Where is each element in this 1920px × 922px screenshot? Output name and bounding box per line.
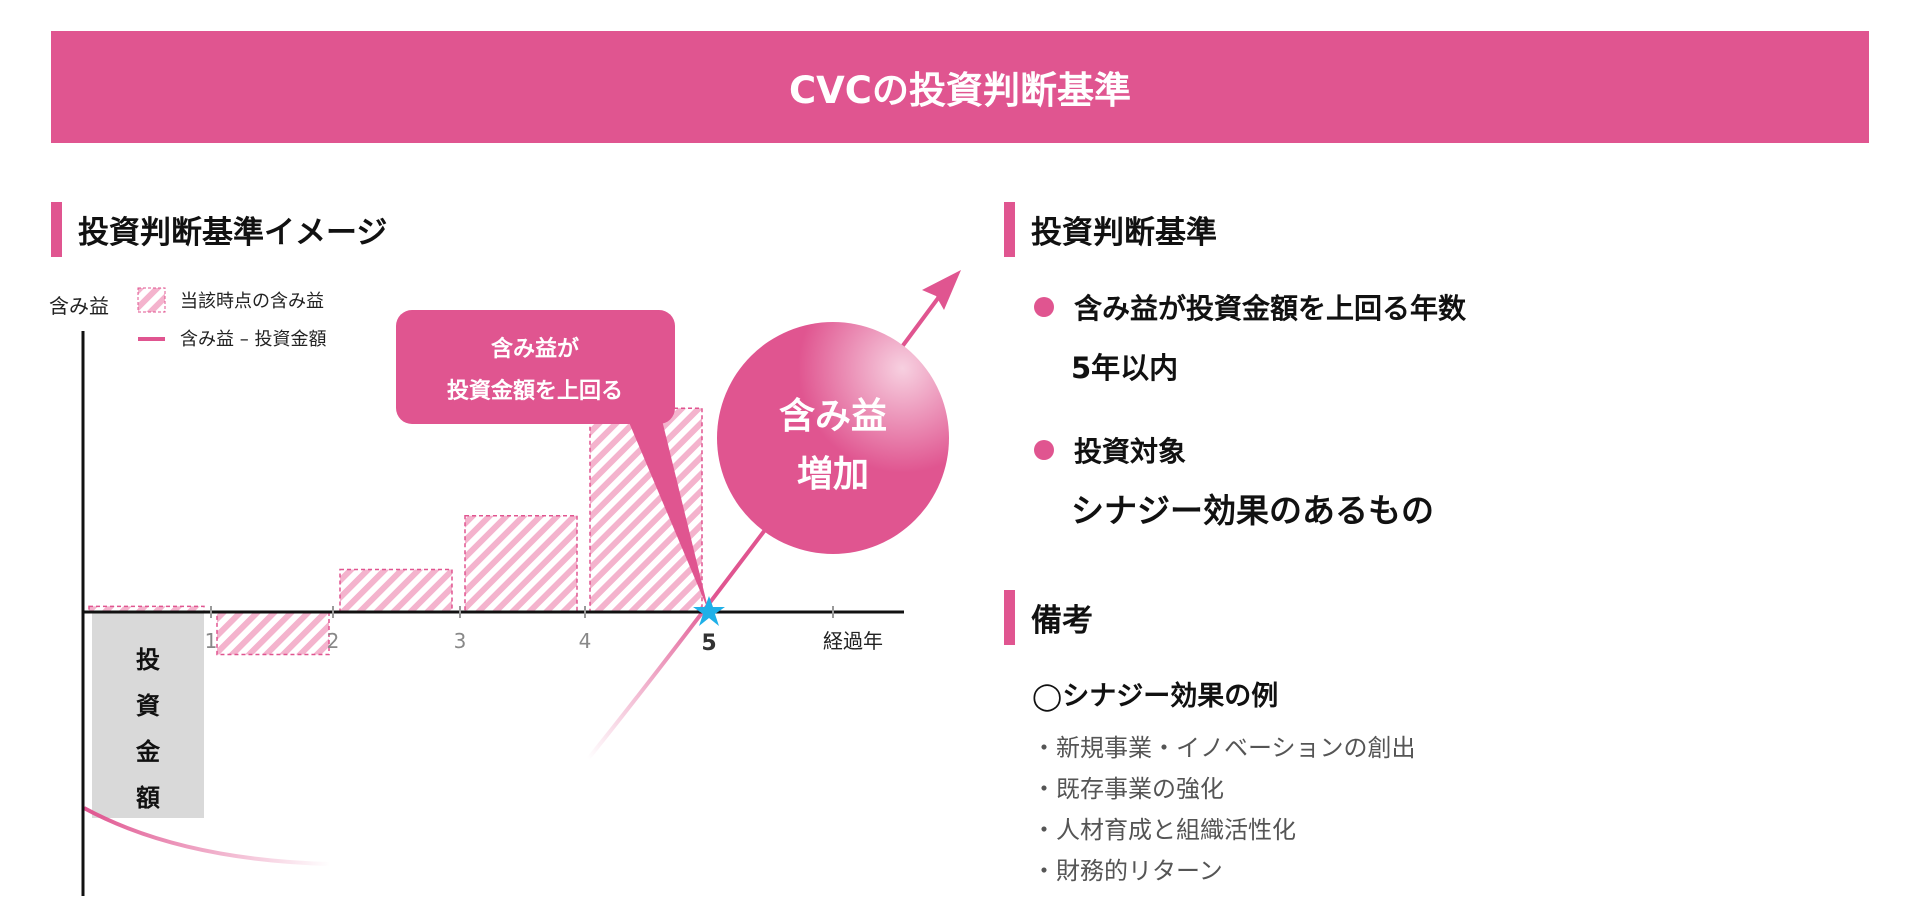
x-axis-label: 経過年 bbox=[823, 629, 883, 653]
example-title: ◯シナジー効果の例 bbox=[1032, 681, 1279, 712]
section-heading-criteria: 投資判断基準 bbox=[1004, 202, 1217, 257]
investment-label-char: 投 bbox=[136, 646, 160, 674]
unrealized-gain-bar bbox=[339, 568, 453, 613]
x-tick-label: 2 bbox=[327, 629, 340, 653]
example-list: ・新規事業・イノベーションの創出 ・既存事業の強化 ・人材育成と組織活性化 ・財… bbox=[1032, 728, 1416, 892]
list-item: ・新規事業・イノベーションの創出 bbox=[1032, 734, 1416, 762]
criterion-item: 含み益が投資金額を上回る年数 bbox=[1034, 287, 1466, 327]
x-tick-label: 4 bbox=[579, 629, 592, 653]
section-heading-image: 投資判断基準イメージ bbox=[51, 202, 387, 257]
unrealized-gain-bar bbox=[216, 611, 330, 656]
investment-label-char: 資 bbox=[136, 692, 160, 720]
criterion-value: 5年以内 bbox=[1071, 351, 1179, 385]
list-item: ・人材育成と組織活性化 bbox=[1032, 816, 1296, 844]
arrow-head-icon bbox=[922, 270, 961, 310]
circle-text: 含み益 bbox=[779, 396, 887, 437]
unrealized-gain-bar bbox=[464, 515, 578, 613]
investment-label-char: 額 bbox=[136, 784, 160, 812]
callout-pointer bbox=[628, 420, 709, 612]
section-title: 投資判断基準 bbox=[1031, 215, 1217, 251]
profit-minus-investment-curve-low bbox=[83, 806, 331, 866]
legend-label: 当該時点の含み益 bbox=[180, 291, 324, 312]
criteria-chart: 含み益 当該時点の含み益 含み益 – 投資金額 投 資 金 額 1 2 3 4 … bbox=[49, 270, 961, 896]
heading-accent-bar bbox=[1004, 590, 1015, 645]
investment-label-char: 金 bbox=[135, 738, 161, 766]
list-item: ・財務的リターン bbox=[1032, 857, 1223, 885]
bullet-dot-icon bbox=[1034, 297, 1054, 317]
heading-accent-bar bbox=[51, 202, 62, 257]
breakeven-star-icon bbox=[693, 596, 725, 626]
criterion-label: 含み益が投資金額を上回る年数 bbox=[1074, 292, 1467, 325]
circle-text: 増加 bbox=[797, 454, 869, 495]
legend-label: 含み益 – 投資金額 bbox=[180, 329, 326, 350]
callout-text: 投資金額を上回る bbox=[447, 378, 623, 404]
x-tick-label: 3 bbox=[454, 629, 467, 653]
x-tick-label: 1 bbox=[205, 629, 218, 653]
list-item: ・既存事業の強化 bbox=[1032, 775, 1224, 803]
legend-hatch-icon bbox=[137, 287, 166, 313]
page-title: CVCの投資判断基準 bbox=[789, 69, 1131, 112]
callout-text: 含み益が bbox=[491, 336, 579, 362]
section-title: 備考 bbox=[1031, 603, 1093, 639]
header-banner: CVCの投資判断基準 bbox=[51, 31, 1869, 143]
section-heading-notes: 備考 bbox=[1004, 590, 1093, 645]
bullet-dot-icon bbox=[1034, 440, 1054, 460]
callout-bubble bbox=[396, 310, 675, 424]
x-tick-label: 5 bbox=[701, 631, 716, 656]
criterion-item: 投資対象 bbox=[1034, 430, 1186, 470]
investment-amount-box bbox=[92, 612, 204, 818]
criterion-label: 投資対象 bbox=[1074, 435, 1187, 468]
profit-increase-circle bbox=[717, 322, 949, 554]
section-title: 投資判断基準イメージ bbox=[78, 215, 388, 251]
criterion-value: シナジー効果のあるもの bbox=[1071, 491, 1434, 530]
heading-accent-bar bbox=[1004, 202, 1015, 257]
y-axis-label: 含み益 bbox=[49, 294, 109, 318]
